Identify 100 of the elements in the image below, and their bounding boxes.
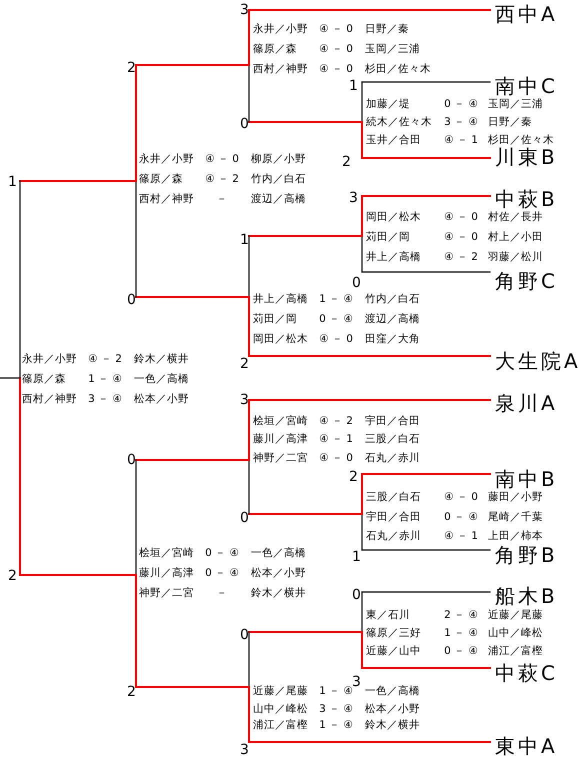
match-score: 0 － ④	[204, 568, 240, 578]
score-number: 1	[240, 233, 249, 247]
player-pair: 苅田／岡	[366, 232, 410, 242]
player-pair: 篠原／森	[253, 44, 297, 54]
match-score: ④ － 0	[443, 232, 479, 242]
player-pair: 一色／高橋	[134, 374, 189, 384]
player-pair: 一色／高橋	[251, 548, 306, 558]
score-number: 3	[352, 675, 361, 689]
player-pair: 藤川／高津	[139, 568, 194, 578]
team-name: 西中A	[495, 4, 558, 24]
team-name: 川東B	[495, 147, 558, 167]
score-number: 2	[349, 470, 358, 484]
player-pair: 鈴木／横井	[365, 720, 420, 730]
score-number: 2	[127, 61, 136, 75]
match-score: ④ － 0	[204, 154, 240, 164]
score-number: 0	[240, 628, 249, 642]
player-pair: 一色／高橋	[365, 686, 420, 696]
player-pair: 井上／高橋	[253, 294, 308, 304]
player-pair: 日野／秦	[488, 117, 532, 128]
match-score: 3 － ④	[318, 704, 354, 714]
player-pair: 松本／小野	[365, 704, 420, 714]
score-number: 3	[240, 3, 249, 17]
player-pair: 宇田／合田	[366, 512, 421, 522]
player-pair: 渡辺／高橋	[365, 314, 420, 324]
player-pair: 宇田／合田	[365, 416, 420, 426]
match-score: ④ － 0	[318, 44, 354, 54]
score-number: 0	[240, 117, 249, 131]
player-pair: 西村／神野	[139, 194, 194, 204]
match-score: ④ － 0	[318, 453, 354, 464]
player-pair: 篠原／三好	[366, 628, 421, 638]
player-pair: 藤田／小野	[488, 492, 543, 502]
player-pair: 永井／小野	[22, 354, 77, 364]
player-pair: 三股／白石	[366, 492, 421, 502]
player-pair: 玉井／合田	[366, 135, 421, 146]
score-number: 2	[240, 357, 249, 371]
match-score: ④ － 1	[443, 135, 479, 146]
match-score: 0 － ④	[204, 548, 240, 558]
score-number: 1	[8, 175, 17, 189]
match-score: ④ － 1	[318, 434, 354, 444]
player-pair: 尾崎／千葉	[488, 512, 543, 522]
score-number: 3	[240, 743, 249, 757]
score-number: 0	[352, 588, 361, 602]
player-pair: 渡辺／高橋	[251, 194, 306, 204]
team-name: 角野B	[495, 545, 558, 565]
player-pair: 近藤／山中	[366, 646, 421, 656]
player-pair: 玉岡／三浦	[488, 99, 543, 110]
player-pair: 桧垣／宮崎	[139, 548, 194, 558]
player-pair: 村佐／長井	[488, 212, 543, 222]
match-score: 1 － ④	[443, 628, 479, 638]
player-pair: 東／石川	[366, 610, 410, 620]
player-pair: 近藤／尾藤	[488, 610, 543, 620]
player-pair: 加藤／堤	[366, 99, 410, 110]
score-number: 0	[240, 511, 249, 525]
match-score: ④ － 2	[204, 174, 240, 184]
match-score: 2 － ④	[443, 610, 479, 620]
team-name: 南中C	[495, 76, 558, 96]
match-score: 0 － ④	[443, 512, 479, 522]
match-score: ④ － 0	[318, 334, 354, 344]
player-pair: 鈴木／横井	[251, 588, 306, 598]
player-pair: 羽藤／松川	[488, 252, 543, 262]
player-pair: 西村／神野	[22, 394, 77, 404]
player-pair: 岡田／松木	[366, 212, 421, 222]
match-score: 0 － ④	[443, 99, 479, 110]
player-pair: 篠原／森	[139, 174, 183, 184]
score-number: 0	[127, 453, 136, 467]
match-score: 0 － ④	[318, 314, 354, 324]
match-score: 3 － ④	[443, 117, 479, 128]
score-number: 0	[127, 293, 136, 307]
player-pair: 松本／小野	[251, 568, 306, 578]
player-pair: 永井／小野	[253, 24, 308, 34]
player-pair: 桧垣／宮崎	[253, 416, 308, 426]
player-pair: 鈴木／横井	[134, 354, 189, 364]
player-pair: 西村／神野	[253, 64, 308, 74]
match-score: 1 － ④	[318, 294, 354, 304]
score-number: 0	[352, 276, 361, 290]
team-name: 中萩B	[495, 189, 558, 209]
match-score: 1 － ④	[318, 720, 354, 730]
player-pair: 近藤／尾藤	[253, 686, 308, 696]
match-score: 1 － ④	[87, 374, 123, 384]
match-score: ④ － 0	[443, 212, 479, 222]
player-pair: 竹内／白石	[365, 294, 420, 304]
team-name: 南中B	[495, 469, 558, 489]
team-name: 泉川A	[495, 393, 558, 413]
match-score: ④ － 2	[87, 354, 123, 364]
player-pair: 村上／小田	[488, 232, 543, 242]
score-number: 2	[342, 155, 351, 169]
player-pair: 浦江／富樫	[253, 720, 308, 730]
player-pair: 上田／柿本	[488, 531, 543, 542]
team-name: 東中A	[495, 736, 558, 756]
player-pair: 篠原／森	[22, 374, 66, 384]
player-pair: 杉田／佐々木	[488, 135, 554, 146]
score-number: 1	[349, 79, 358, 93]
match-score: －	[216, 194, 228, 204]
player-pair: 山中／峰松	[488, 628, 543, 638]
score-number: 3	[240, 393, 249, 407]
player-pair: 岡田／松木	[253, 334, 308, 344]
team-name: 中萩C	[495, 663, 558, 683]
match-score: 1 － ④	[318, 686, 353, 696]
score-number: 2	[127, 685, 136, 699]
player-pair: 玉岡／三浦	[365, 44, 420, 54]
